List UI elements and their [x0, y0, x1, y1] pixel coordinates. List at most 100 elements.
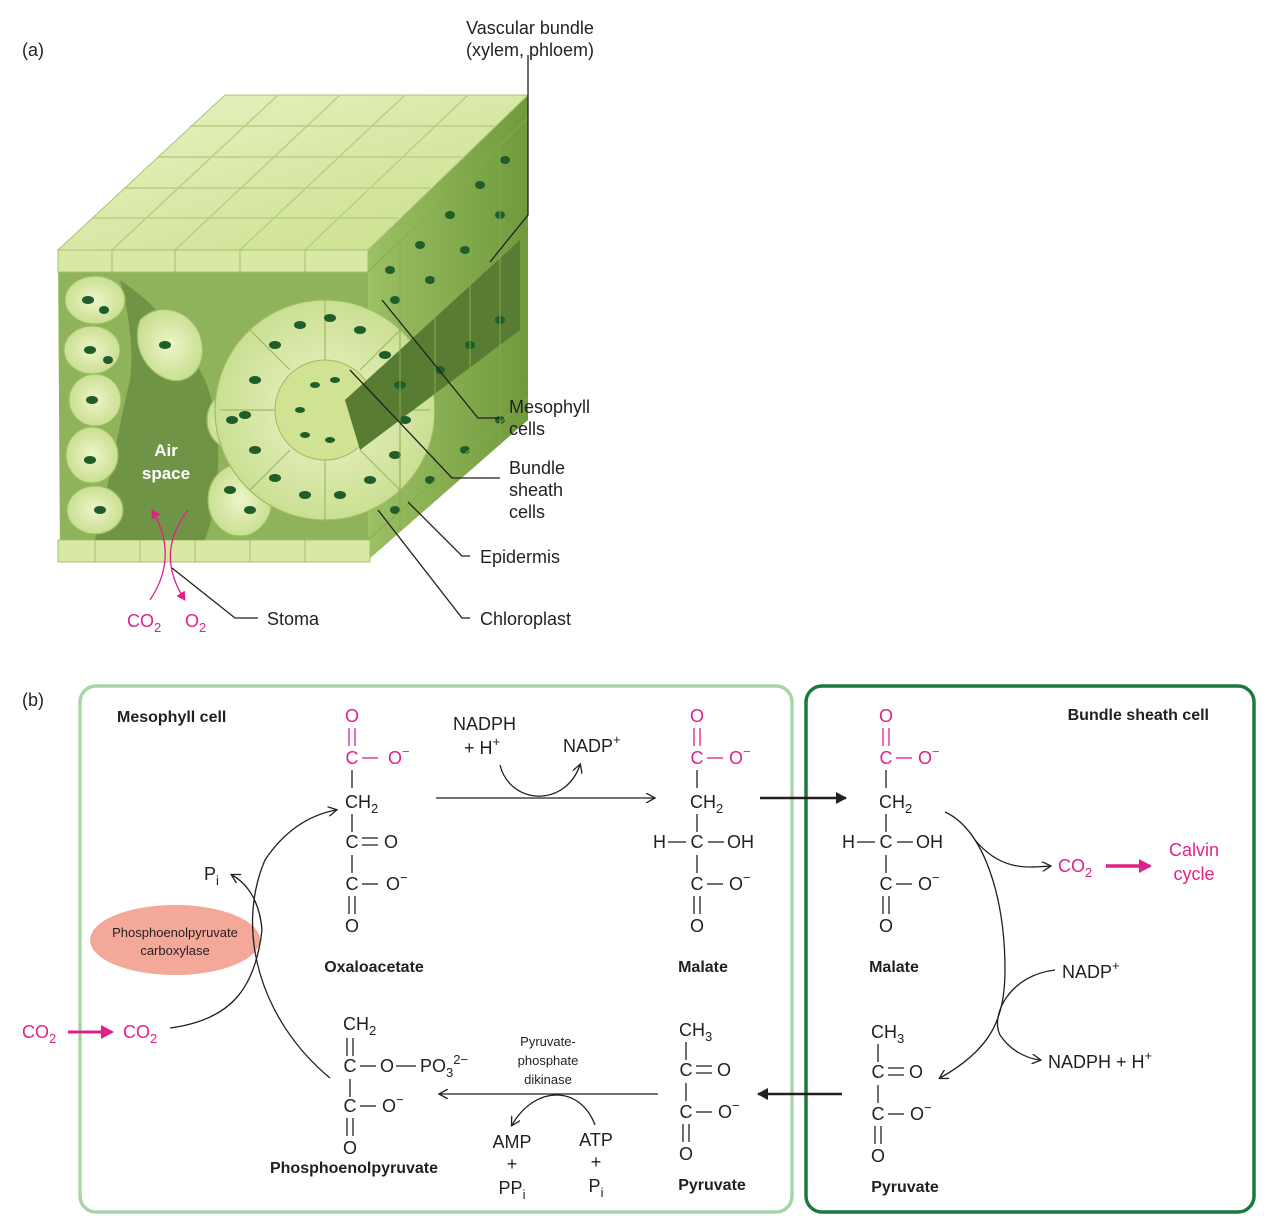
chloroplast-label: Chloroplast [480, 609, 571, 629]
pyruvate-structure-bundle: CH3 C O C O− O [871, 1022, 932, 1166]
pi-label: Pi [204, 864, 219, 888]
malate-structure-bundle: O C O− CH2 H C OH C O− O [842, 706, 943, 936]
svg-text:C: C [691, 874, 704, 894]
vascular-bundle-label: Vascular bundle [466, 18, 594, 38]
mesophyll-cell-title: Mesophyll cell [117, 709, 226, 726]
svg-text:AMP: AMP [492, 1132, 531, 1152]
svg-text:H: H [842, 832, 855, 852]
leaf-block-illustration [56, 94, 530, 563]
svg-text:NADPH + H+: NADPH + H+ [1048, 1048, 1152, 1072]
epidermis-label: Epidermis [480, 547, 560, 567]
svg-text:OH: OH [727, 832, 754, 852]
svg-text:O−: O− [729, 744, 751, 768]
stoma-gas-arrows [149, 509, 189, 601]
svg-text:O: O [879, 916, 893, 936]
svg-text:O2: O2 [185, 611, 206, 635]
bundle-sheath-label: Bundle [509, 458, 565, 478]
pyruvate-structure-mesophyll: CH3 C O C O− O [679, 1020, 740, 1164]
decarboxylation-arrows: CO2 Calvin cycle NADP+ NADPH + H+ [940, 811, 1219, 1078]
svg-text:carboxylase: carboxylase [140, 943, 209, 958]
svg-text:O: O [690, 916, 704, 936]
mesophyll-cells-label: Mesophyll [509, 397, 590, 417]
svg-text:dikinase: dikinase [524, 1072, 572, 1087]
chloroplast-dots [82, 156, 510, 514]
svg-text:O−: O− [729, 870, 751, 894]
svg-text:NADP+: NADP+ [1062, 958, 1120, 982]
svg-text:CH2: CH2 [690, 792, 723, 816]
bundle-sheath-cell-box [804, 684, 1256, 1214]
svg-text:Pyruvate-: Pyruvate- [520, 1034, 576, 1049]
svg-text:O: O [679, 1144, 693, 1164]
svg-text:CO2: CO2 [123, 1022, 157, 1046]
svg-text:OH: OH [916, 832, 943, 852]
svg-text:C: C [346, 748, 359, 768]
svg-text:NADPH: NADPH [453, 714, 516, 734]
svg-text:C: C [872, 1062, 885, 1082]
svg-text:O: O [384, 832, 398, 852]
svg-text:ATP: ATP [579, 1130, 613, 1150]
svg-text:CH3: CH3 [871, 1022, 904, 1046]
svg-text:C: C [680, 1060, 693, 1080]
bundle-sheath-ring [214, 240, 520, 521]
svg-text:O−: O− [382, 1092, 404, 1116]
svg-text:+: + [591, 1152, 602, 1172]
svg-text:O: O [879, 706, 893, 726]
svg-text:C: C [680, 1102, 693, 1122]
mesophyll-cell-box [78, 684, 794, 1214]
svg-text:CO2: CO2 [127, 611, 161, 635]
svg-text:+: + [507, 1154, 518, 1174]
svg-text:C: C [691, 832, 704, 852]
svg-text:O−: O− [910, 1100, 932, 1124]
malate-label-mesophyll: Malate [678, 959, 728, 976]
svg-text:Air: Air [154, 441, 178, 460]
panel-a: (a) [22, 18, 594, 635]
svg-text:C: C [346, 874, 359, 894]
pyruvate-label-mesophyll: Pyruvate [678, 1177, 746, 1194]
dikinase-arrows: Pyruvate- phosphate dikinase AMP + PPi A… [440, 1034, 658, 1202]
svg-text:Phosphoenolpyruvate: Phosphoenolpyruvate [112, 925, 238, 940]
svg-text:O−: O− [918, 744, 940, 768]
svg-text:O: O [690, 706, 704, 726]
malate-structure-mesophyll: O C O− CH2 H C OH C O− O [653, 706, 754, 936]
pep-label: Phosphoenolpyruvate [270, 1160, 438, 1177]
co2-entry: CO2 CO2 [22, 1022, 157, 1046]
oxaloacetate-structure: O C O− CH2 C O C O− O [345, 706, 410, 936]
svg-text:phosphate: phosphate [518, 1053, 579, 1068]
stoma-label: Stoma [267, 609, 320, 629]
vascular-bundle-sublabel: (xylem, phloem) [466, 40, 594, 60]
svg-text:C: C [872, 1104, 885, 1124]
svg-text:NADP+: NADP+ [563, 732, 621, 756]
svg-text:CH2: CH2 [879, 792, 912, 816]
svg-text:PO32−: PO32− [420, 1052, 468, 1080]
oxaloacetate-label: Oxaloacetate [324, 959, 424, 976]
svg-text:O−: O− [386, 870, 408, 894]
bundle-sheath-label-3: cells [509, 502, 545, 522]
svg-text:C: C [344, 1096, 357, 1116]
svg-text:C: C [691, 748, 704, 768]
bundle-sheath-cell-title: Bundle sheath cell [1068, 707, 1209, 724]
svg-text:O: O [345, 916, 359, 936]
panel-a-label: (a) [22, 40, 44, 60]
svg-text:O: O [871, 1146, 885, 1166]
svg-text:CO2: CO2 [1058, 856, 1092, 880]
svg-text:PPi: PPi [499, 1178, 526, 1202]
co2-out-label: CO2 [127, 611, 161, 635]
oaa-to-malate-arrow: NADPH + H+ NADP+ [436, 714, 654, 798]
o2-out-label: O2 [185, 611, 206, 635]
pep-carboxylase-enzyme: Phosphoenolpyruvate carboxylase [90, 905, 260, 975]
svg-text:O: O [345, 706, 359, 726]
svg-text:H: H [653, 832, 666, 852]
svg-text:Calvin: Calvin [1169, 840, 1219, 860]
bundle-sheath-label-2: sheath [509, 480, 563, 500]
panel-b-label: (b) [22, 690, 44, 710]
svg-text:C: C [880, 874, 893, 894]
svg-text:CH3: CH3 [679, 1020, 712, 1044]
svg-text:C: C [344, 1056, 357, 1076]
malate-label-bundle: Malate [869, 959, 919, 976]
svg-text:O−: O− [918, 870, 940, 894]
svg-text:O−: O− [388, 744, 410, 768]
svg-text:CO2: CO2 [22, 1022, 56, 1046]
carboxylation-arrows [169, 810, 336, 1079]
svg-text:C: C [346, 832, 359, 852]
